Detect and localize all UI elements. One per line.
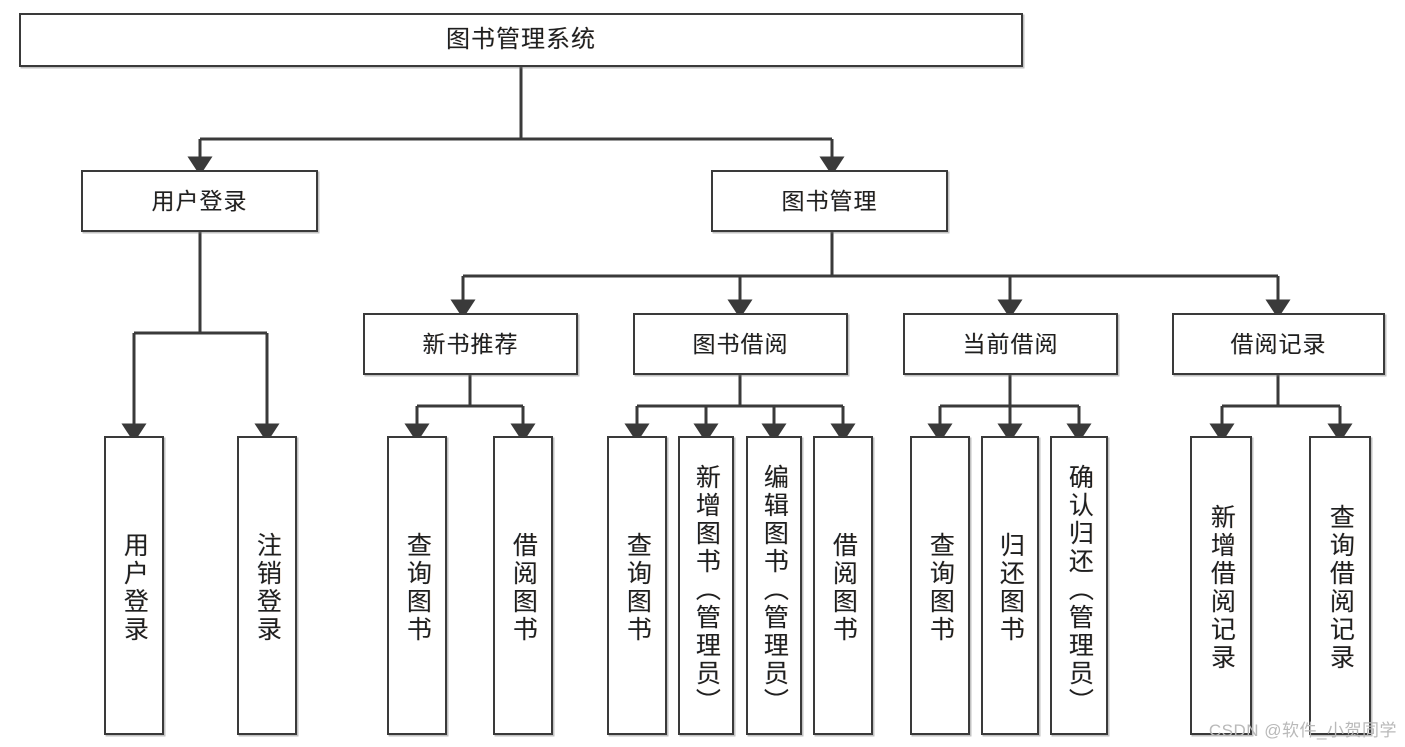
node-user-login[interactable]: 用户登录 [81,170,318,232]
leaf-confirm-return-admin[interactable]: 确认归还（管理员） [1050,436,1108,735]
node-label: 注销登录 [253,531,282,644]
node-label: 当前借阅 [962,330,1059,357]
leaf-logout[interactable]: 注销登录 [237,436,297,735]
node-book-management[interactable]: 图书管理 [711,170,948,232]
node-label: 借阅图书 [509,531,538,644]
node-label: 归还图书 [996,531,1025,644]
leaf-query-book-recommend[interactable]: 查询图书 [387,436,447,735]
node-label: 图书管理 [781,187,878,214]
leaf-add-borrow-record[interactable]: 新增借阅记录 [1190,436,1252,735]
node-current-borrow[interactable]: 当前借阅 [903,313,1118,375]
node-label: 查询图书 [926,531,955,644]
node-borrow-record[interactable]: 借阅记录 [1172,313,1385,375]
node-label: 编辑图书（管理员） [760,463,789,716]
leaf-borrow-book[interactable]: 借阅图书 [813,436,873,735]
node-label: 新书推荐 [422,330,519,357]
node-label: 查询图书 [623,531,652,644]
leaf-edit-book-admin[interactable]: 编辑图书（管理员） [746,436,802,735]
leaf-user-login[interactable]: 用户登录 [104,436,164,735]
node-label: 用户登录 [120,531,149,644]
node-book-borrow[interactable]: 图书借阅 [633,313,848,375]
node-label: 新增借阅记录 [1207,503,1236,672]
node-label: 图书借阅 [692,330,789,357]
leaf-borrow-book-recommend[interactable]: 借阅图书 [493,436,553,735]
leaf-query-book-borrow[interactable]: 查询图书 [607,436,667,735]
node-new-book-recommend[interactable]: 新书推荐 [363,313,578,375]
node-root-book-management-system[interactable]: 图书管理系统 [19,13,1023,67]
node-label: 借阅图书 [829,531,858,644]
leaf-query-borrow-record[interactable]: 查询借阅记录 [1309,436,1371,735]
node-label: 图书管理系统 [446,26,596,54]
node-label: 确认归还（管理员） [1065,463,1094,716]
leaf-query-book-current[interactable]: 查询图书 [910,436,970,735]
leaf-return-book[interactable]: 归还图书 [981,436,1039,735]
node-label: 借阅记录 [1230,330,1327,357]
node-label: 查询图书 [403,531,432,644]
node-label: 用户登录 [151,187,248,214]
leaf-add-book-admin[interactable]: 新增图书（管理员） [678,436,734,735]
node-label: 查询借阅记录 [1326,503,1355,672]
node-label: 新增图书（管理员） [692,463,721,716]
